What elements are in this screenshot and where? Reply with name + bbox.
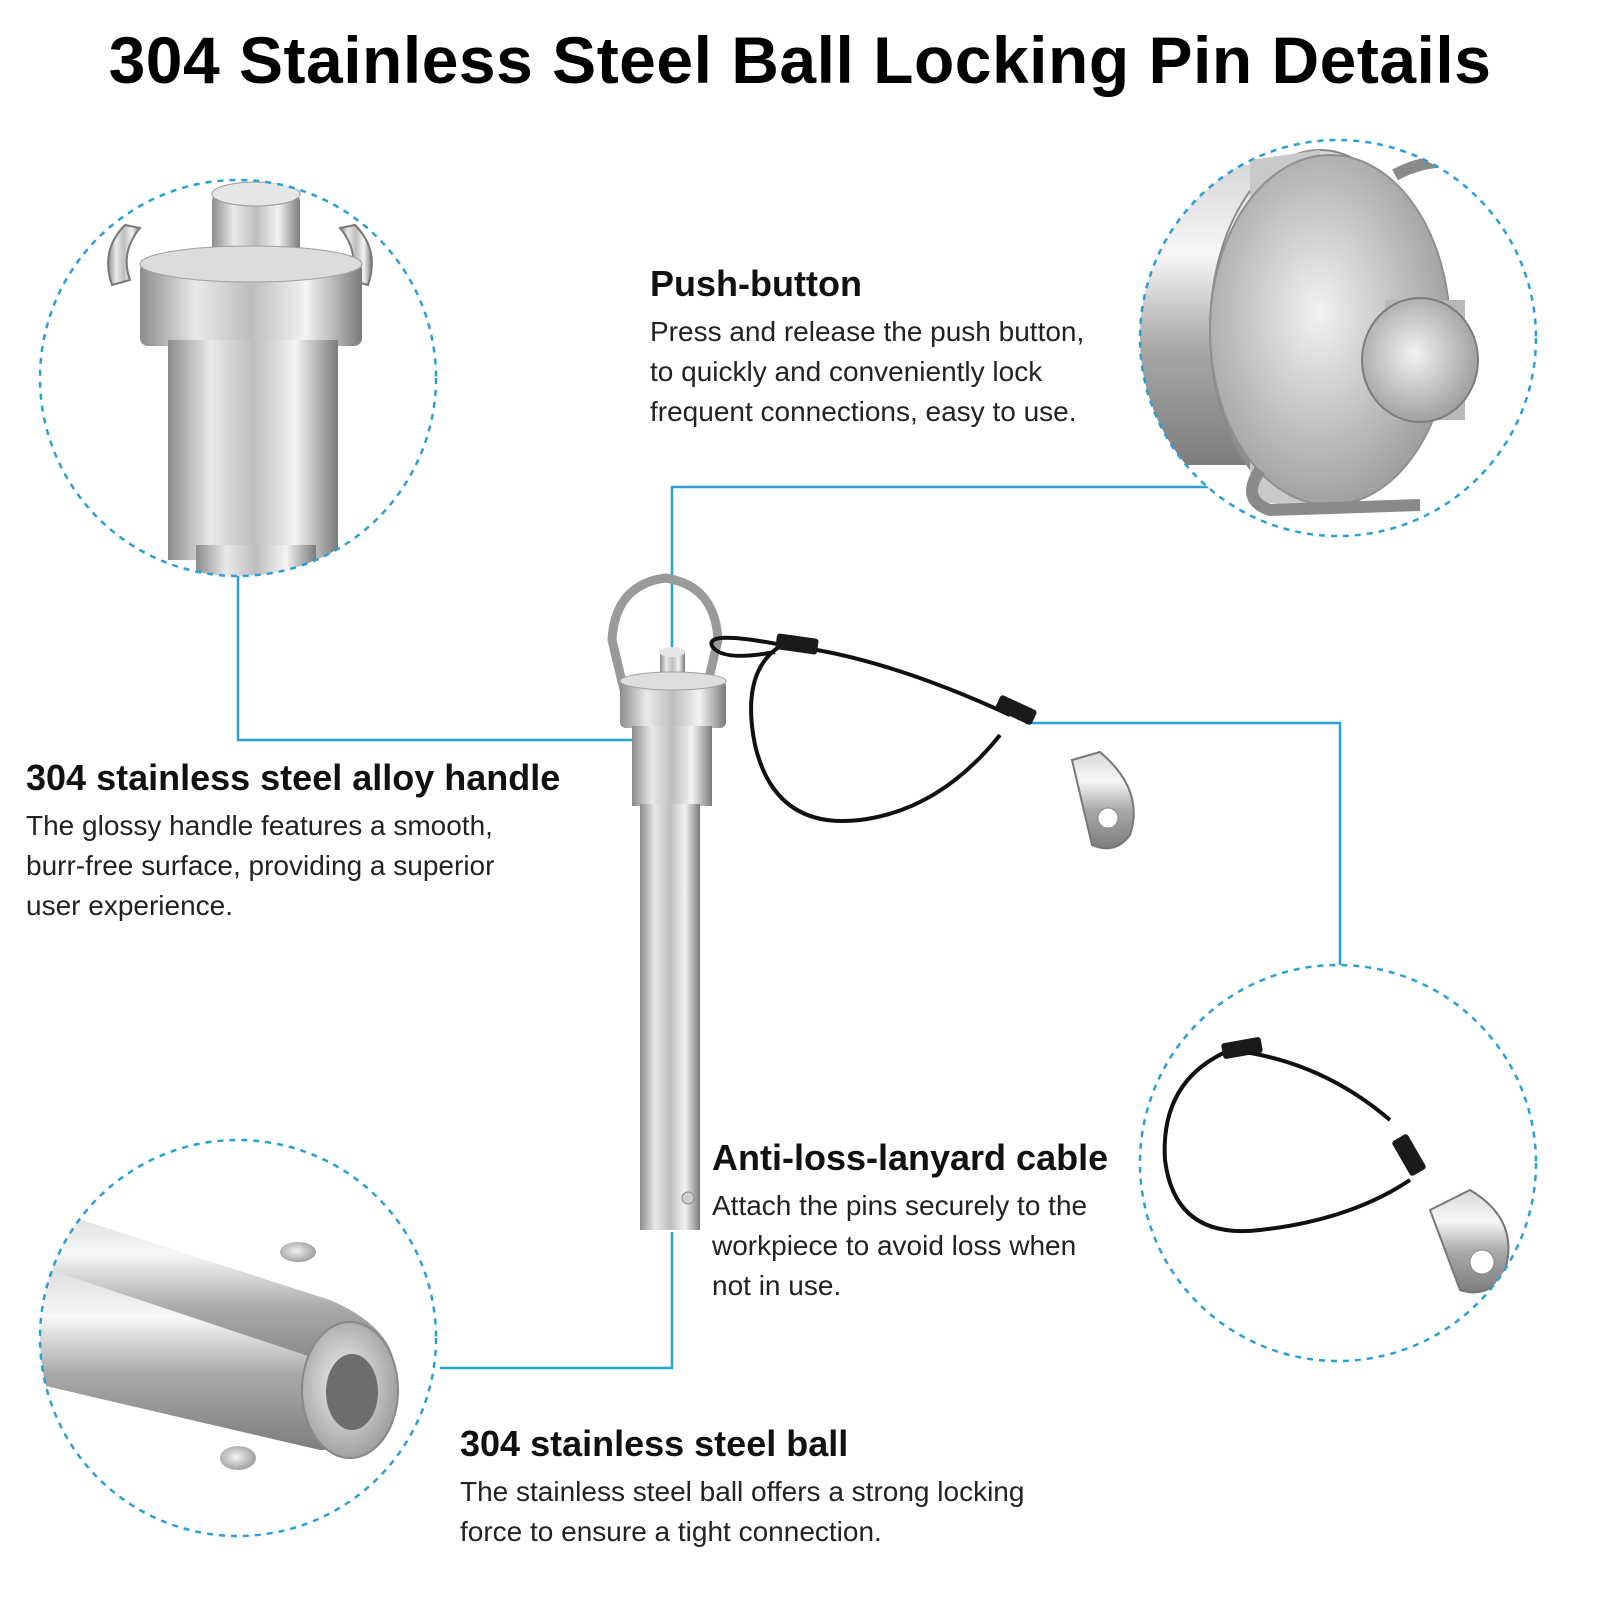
lanyard-closeup-frame xyxy=(1138,963,1538,1363)
lanyard-connector xyxy=(1025,721,1342,965)
callout-heading: 304 stainless steel ball xyxy=(460,1423,849,1464)
ball-locking-pin xyxy=(607,573,727,1230)
lanyard-cable xyxy=(709,635,1011,823)
ball-closeup-image xyxy=(40,1200,399,1470)
ball-connector xyxy=(440,1232,674,1370)
push-button-closeup-image xyxy=(1140,149,1536,520)
callout-heading: Anti-loss-lanyard cable xyxy=(712,1137,1109,1178)
lanyard-tab xyxy=(1070,750,1135,850)
callout-lanyard: Anti-loss-lanyard cable Attach the pins … xyxy=(712,1136,1108,1306)
callout-body: The stainless steel ball offers a strong… xyxy=(460,1476,1025,1547)
push-button-connector xyxy=(670,485,1222,650)
handle-connector xyxy=(236,576,640,742)
page-title: 304 Stainless Steel Ball Locking Pin Det… xyxy=(108,23,1492,97)
handle-closeup-frame xyxy=(38,178,438,578)
push-button-closeup-frame xyxy=(1138,138,1538,538)
callout-body: The glossy handle features a smooth, bur… xyxy=(26,810,495,921)
callout-body: Attach the pins securely to the workpiec… xyxy=(712,1190,1088,1301)
callout-heading: Push-button xyxy=(650,263,862,304)
lanyard-closeup-image xyxy=(1162,1037,1510,1294)
callout-heading: 304 stainless steel alloy handle xyxy=(26,757,561,798)
ball-closeup-frame xyxy=(38,1138,438,1538)
callout-push-button: Push-button Press and release the push b… xyxy=(650,262,1084,432)
callout-handle: 304 stainless steel alloy handle The glo… xyxy=(26,756,560,926)
connector-lines xyxy=(236,485,1342,1370)
callout-ball: 304 stainless steel ball The stainless s… xyxy=(460,1422,1024,1552)
handle-closeup-image xyxy=(107,181,373,576)
callout-body: Press and release the push button, to qu… xyxy=(650,316,1085,427)
